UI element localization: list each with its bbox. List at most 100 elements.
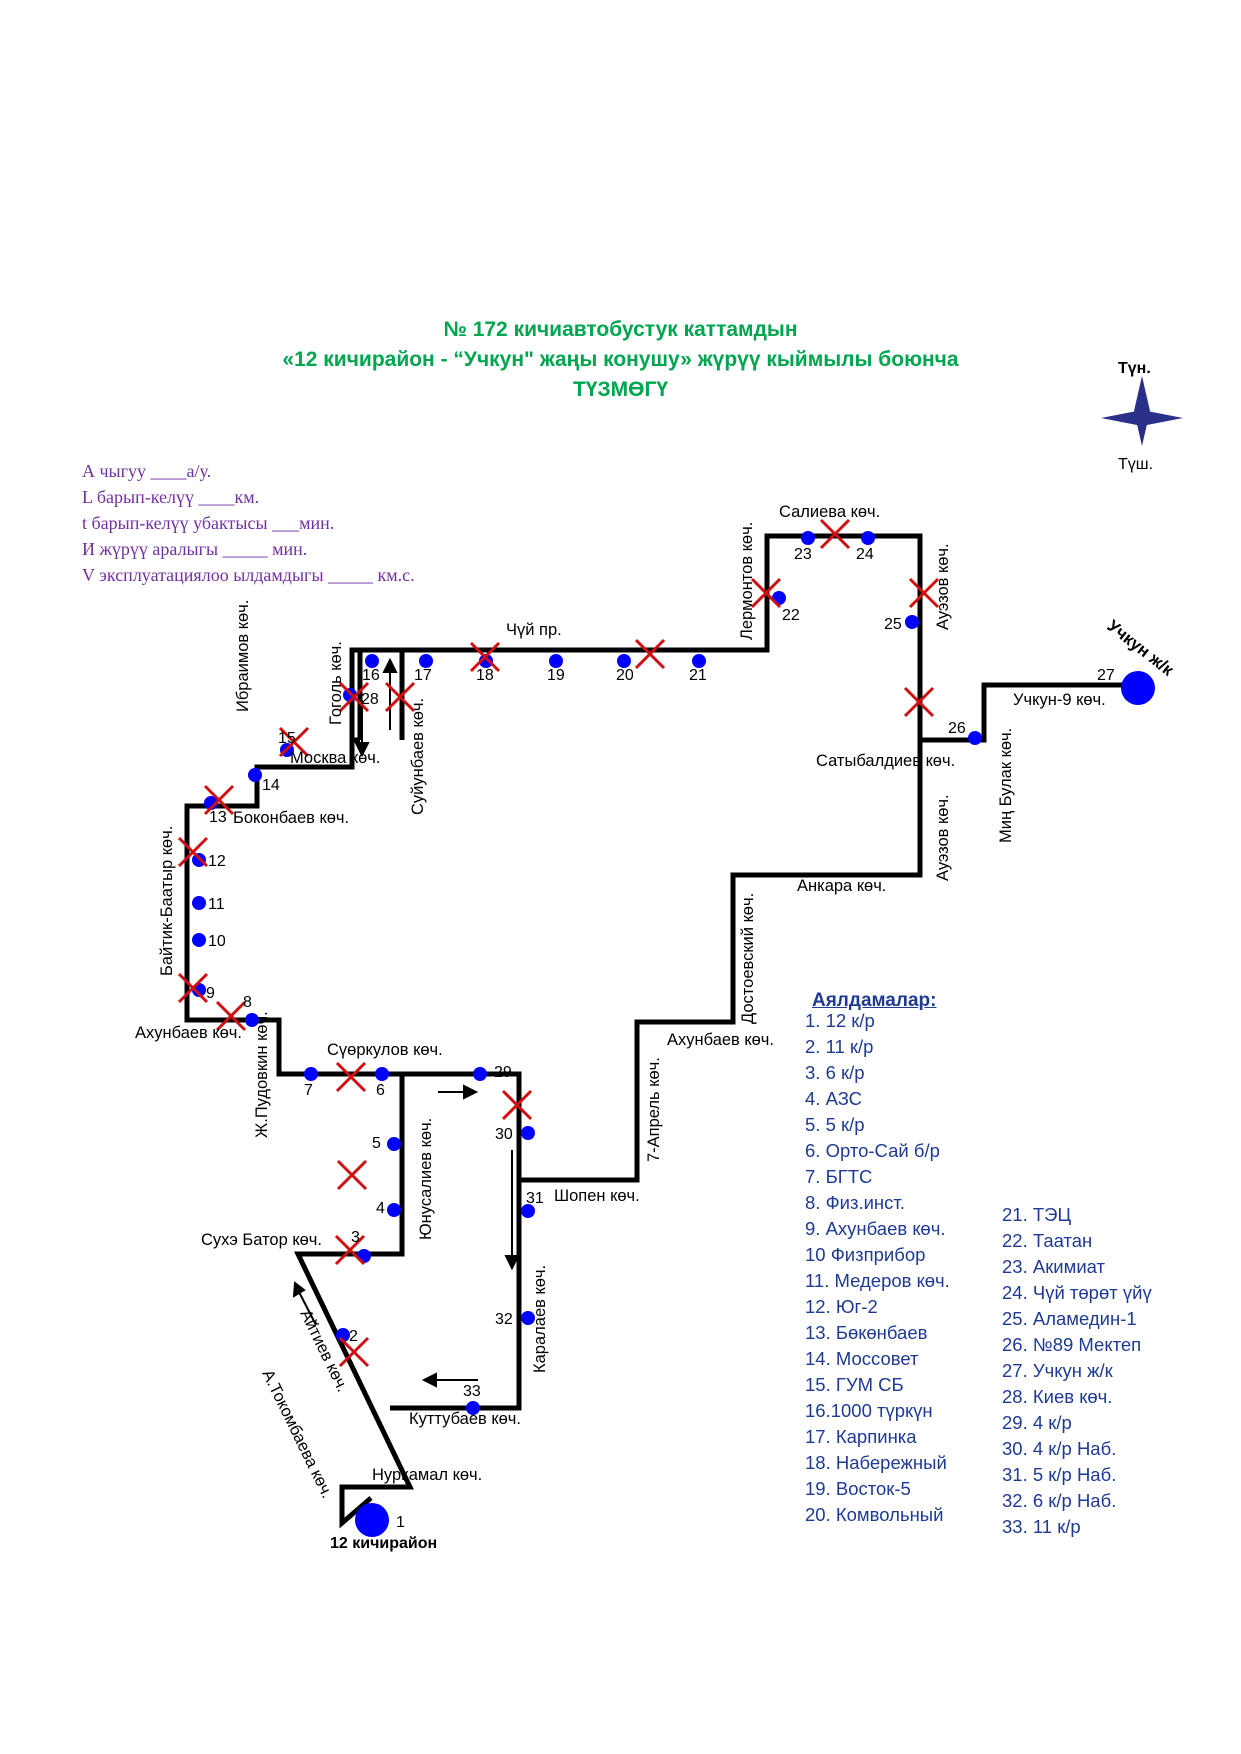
stop-marker [248,768,262,782]
param-interval: И жүрүү аралыгы _____ мин. [82,539,308,559]
closed-stop-cross [278,726,310,758]
stop-number-label: 23 [794,546,812,563]
direction-arrows [292,657,520,1388]
legend-item: 23. Акимиат [1002,1256,1106,1277]
legend-item: 4. АЗС [805,1088,863,1109]
stop-number-label: 24 [856,546,874,563]
stop-number-label: 16 [362,667,380,684]
stop-number-label: 27 [1097,667,1115,684]
stop-marker [549,654,563,668]
stop-number-label: 6 [376,1082,385,1099]
title-line-1: № 172 кичиавтобустук каттамдын [443,318,798,341]
closed-stop-cross [634,638,666,670]
closed-stop-cross [469,641,501,673]
stop-number-label: 12 [208,853,226,870]
stop-marker [192,933,206,947]
closed-stop-cross [384,681,416,713]
stop-marker [521,1311,535,1325]
street-label: Нуркамал көч. [372,1466,482,1484]
stop-number-label: 19 [547,667,565,684]
stop-number-label: 14 [262,777,280,794]
closed-stop-cross [501,1089,533,1121]
stop-marker [387,1203,401,1217]
legend-item: 21. ТЭЦ [1002,1204,1072,1225]
compass-star-icon [1101,376,1183,446]
stop-number-label: 33 [463,1383,481,1400]
stop-number-label: 5 [372,1135,381,1152]
street-label: Юнусалиев көч. [417,1118,435,1240]
street-label: Ж.Пудовкин көч. [253,1011,271,1138]
param-vehicles: А чыгуу ____а/у. [82,461,212,481]
street-label: Байтик-Баатыр көч. [158,826,176,976]
street-label: 7-Апрель көч. [645,1057,663,1162]
start-terminal-label: 12 кичирайон [330,1535,437,1552]
stop-number-label: 20 [616,667,634,684]
legend-item: 1. 12 к/р [805,1010,875,1031]
param-time: t барып-келүү убактысы ___мин. [82,513,335,533]
legend-item: 2. 11 к/р [805,1036,874,1057]
street-label: Ибраимов көч. [234,600,252,712]
legend-item: 22. Таатан [1002,1230,1093,1251]
stop-number-label: 9 [206,985,215,1002]
legend-item: 8. Физ.инст. [805,1192,905,1213]
street-label: Ауэзов көч. [934,794,952,881]
legend-item: 28. Киев көч. [1002,1386,1113,1407]
stop-marker [692,654,706,668]
stop-marker [419,654,433,668]
legend-item: 19. Восток-5 [805,1478,911,1499]
stop-marker [861,531,875,545]
street-label: А.Токомбаева көч. [258,1367,336,1501]
stop-marker [365,654,379,668]
compass-north-label: Түн. [1118,360,1151,377]
stop-number-label: 2 [349,1328,358,1345]
street-label: Чүй пр. [506,621,562,639]
legend-item: 32. 6 к/р Наб. [1002,1490,1117,1511]
stop-number-label: 25 [884,616,902,633]
stop-number-label: 11 [208,896,225,913]
street-label: Ахунбаев көч. [135,1024,242,1042]
stop-marker [617,654,631,668]
closed-stop-cross [334,1234,366,1266]
street-labels: Салиева көч.Лермонтов көч.Чүй пр.Гоголь … [135,503,1106,1501]
legend-item: 17. Карпинка [805,1426,917,1447]
stop-marker [1121,671,1155,705]
street-label: Ауэзов көч. [934,543,952,630]
closed-stop-crosses [177,518,940,1368]
legend-item: 16.1000 түркүн [805,1400,933,1421]
closed-stop-cross [338,1336,370,1368]
stop-marker [521,1126,535,1140]
stop-number-label: 31 [526,1190,544,1207]
stop-number-label: 29 [494,1064,512,1081]
legend-item: 15. ГУМ СБ [805,1374,904,1395]
legend-item: 3. 6 к/р [805,1062,865,1083]
stop-marker [905,615,919,629]
legend-item: 10 Физприбор [805,1244,926,1265]
legend-item: 18. Набережный [805,1452,947,1473]
street-label: Ахунбаев көч. [667,1031,774,1049]
stop-number-label: 7 [304,1082,313,1099]
closed-stop-cross [819,518,851,550]
street-label: Москва көч. [290,749,381,767]
stop-marker [521,1204,535,1218]
stop-marker [387,1137,401,1151]
stop-number-label: 17 [414,667,432,684]
legend-item: 20. Комвольный [805,1504,944,1525]
param-length: L барып-келүү ____км. [82,487,260,507]
stop-marker [466,1401,480,1415]
stop-number-label: 15 [278,730,296,747]
street-label: Сухэ Батор көч. [201,1231,322,1249]
street-label: Гоголь көч. [327,641,345,725]
stop-marker [304,1067,318,1081]
param-speed: V эксплуатациялоо ылдамдыгы _____ км.с. [82,565,415,585]
street-label: Сатыбалдиев көч. [816,752,955,770]
legend-item: 12. Юг-2 [805,1296,878,1317]
street-label: Салиева көч. [779,503,880,521]
legend-item: 14. Моссовет [805,1348,919,1369]
stop-number-label: 13 [209,809,227,826]
legend-item: 13. Бөкөнбаев [805,1322,928,1343]
stop-marker [473,1067,487,1081]
stop-marker [245,1013,259,1027]
street-label: Шопен көч. [554,1187,640,1205]
